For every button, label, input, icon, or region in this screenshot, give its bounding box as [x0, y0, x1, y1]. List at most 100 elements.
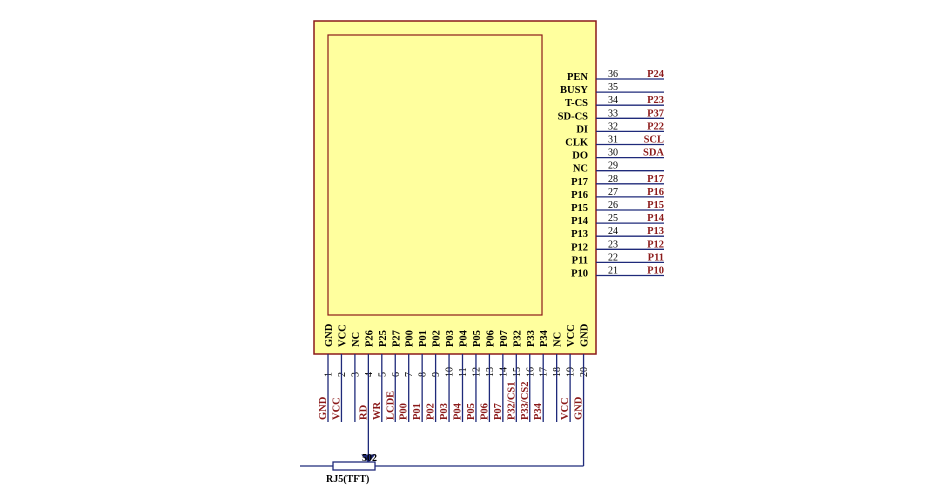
pin-number-label: 35 — [608, 82, 618, 93]
pin-number-label: 18 — [552, 367, 563, 377]
net-label: RD — [358, 404, 369, 420]
pin-number-label: 36 — [608, 69, 618, 80]
pin-name-label: SD-CS — [558, 111, 589, 122]
pin-number-label: 10 — [445, 367, 456, 377]
pin-number-label: 31 — [608, 135, 618, 146]
pin-number-label: 16 — [525, 367, 536, 377]
pin-number-label: 23 — [608, 239, 618, 250]
pin-name-label: P14 — [571, 216, 589, 227]
net-label: P11 — [648, 252, 664, 263]
pin-name-label: NC — [351, 332, 362, 347]
pin-number-label: 28 — [608, 174, 618, 185]
net-label: P23 — [647, 95, 664, 106]
net-label: P32/CS1 — [506, 381, 517, 420]
net-label: P03 — [439, 403, 450, 420]
pin-name-label: P10 — [571, 269, 588, 280]
pin-name-label: P32 — [512, 330, 523, 347]
pin-name-label: P04 — [459, 329, 470, 347]
net-label: P17 — [647, 174, 664, 185]
pin-number-label: 3 — [350, 372, 361, 377]
pin-name-label: GND — [580, 323, 591, 347]
pin-number-label: 14 — [498, 367, 509, 377]
pin-name-label: GND — [324, 323, 335, 347]
pin-name-label: P01 — [418, 330, 429, 347]
pin-number-label: 27 — [608, 187, 618, 198]
pin-number-label: 34 — [608, 95, 618, 106]
net-label: GND — [574, 396, 585, 420]
net-label: VCC — [560, 397, 571, 420]
pin-name-label: P27 — [391, 330, 402, 347]
net-label: SCL — [644, 135, 664, 146]
pin-name-label: T-CS — [565, 98, 588, 109]
pin-number-label: 12 — [471, 367, 482, 377]
pin-name-label: VCC — [337, 324, 348, 347]
pin-number-label: 13 — [485, 367, 496, 377]
pin-name-label: NC — [573, 164, 588, 175]
pin-number-label: 21 — [608, 266, 618, 277]
net-label: P02 — [426, 403, 437, 420]
pin-number-label: 1 — [324, 372, 335, 377]
pin-name-label: P17 — [571, 177, 588, 188]
bottom-pin-group: GND1GNDVCC2VCCNC3P264RDP255WRP276LCDEP00… — [318, 323, 591, 466]
net-label: P05 — [466, 403, 477, 420]
net-label: LCDE — [385, 391, 396, 420]
net-label: P14 — [647, 213, 665, 224]
pin-number-label: 25 — [608, 213, 618, 224]
net-label: P24 — [647, 69, 665, 80]
net-label: P01 — [412, 403, 423, 420]
pin-number-label: 7 — [404, 372, 415, 377]
pin-name-label: P03 — [445, 330, 456, 347]
pin-name-label: VCC — [566, 324, 577, 347]
pin-number-label: 9 — [431, 372, 442, 377]
pin-number-label: 32 — [608, 121, 618, 132]
net-label: P06 — [479, 403, 490, 420]
resistor-ref: RJ5(TFT) — [326, 474, 369, 485]
pin-number-label: 15 — [512, 367, 523, 377]
net-label: P10 — [647, 266, 664, 277]
pin-number-label: 33 — [608, 108, 618, 119]
net-label: P12 — [647, 239, 664, 250]
net-label: P37 — [647, 108, 664, 119]
pin-name-label: P25 — [378, 330, 389, 347]
pin-name-label: PEN — [567, 72, 588, 83]
pin-name-label: P06 — [485, 330, 496, 347]
net-label: VCC — [331, 397, 342, 420]
net-label: P07 — [493, 403, 504, 420]
pin-number-label: 11 — [458, 367, 469, 377]
pin-name-label: DO — [572, 151, 588, 162]
pin-number-label: 17 — [539, 367, 550, 377]
pin-name-label: DI — [576, 124, 588, 135]
pin-name-label: NC — [553, 332, 564, 347]
pin-number-label: 26 — [608, 200, 618, 211]
pin-name-label: P07 — [499, 330, 510, 347]
pin-number-label: 8 — [418, 372, 429, 377]
net-label: P00 — [399, 403, 410, 420]
pin-number-label: 30 — [608, 148, 618, 159]
pin-number-label: 19 — [566, 367, 577, 377]
pin-name-label: P16 — [571, 190, 588, 201]
pin-name-label: P00 — [405, 330, 416, 347]
pin-number-label: 2 — [337, 372, 348, 377]
pin-name-label: P13 — [571, 229, 588, 240]
pin-name-label: P12 — [571, 242, 588, 253]
net-label: SDA — [643, 148, 664, 159]
net-label: P04 — [453, 402, 464, 420]
pin-name-label: P15 — [571, 203, 588, 214]
pin-name-label: P11 — [572, 255, 588, 266]
net-label: P34 — [533, 402, 544, 420]
pin-number-label: 29 — [608, 161, 618, 172]
display-area — [327, 34, 543, 316]
pin-number-label: 5 — [377, 372, 388, 377]
resistor-value: 502 — [362, 453, 377, 464]
pin-name-label: CLK — [565, 138, 589, 149]
pin-number-label: 22 — [608, 252, 618, 263]
net-label: P33/CS2 — [520, 381, 531, 420]
pin-name-label: P33 — [526, 330, 537, 347]
net-label: P16 — [647, 187, 664, 198]
wiper-arrow — [361, 454, 376, 463]
pin-number-label: 24 — [608, 226, 618, 237]
pin-number-label: 20 — [579, 367, 590, 377]
